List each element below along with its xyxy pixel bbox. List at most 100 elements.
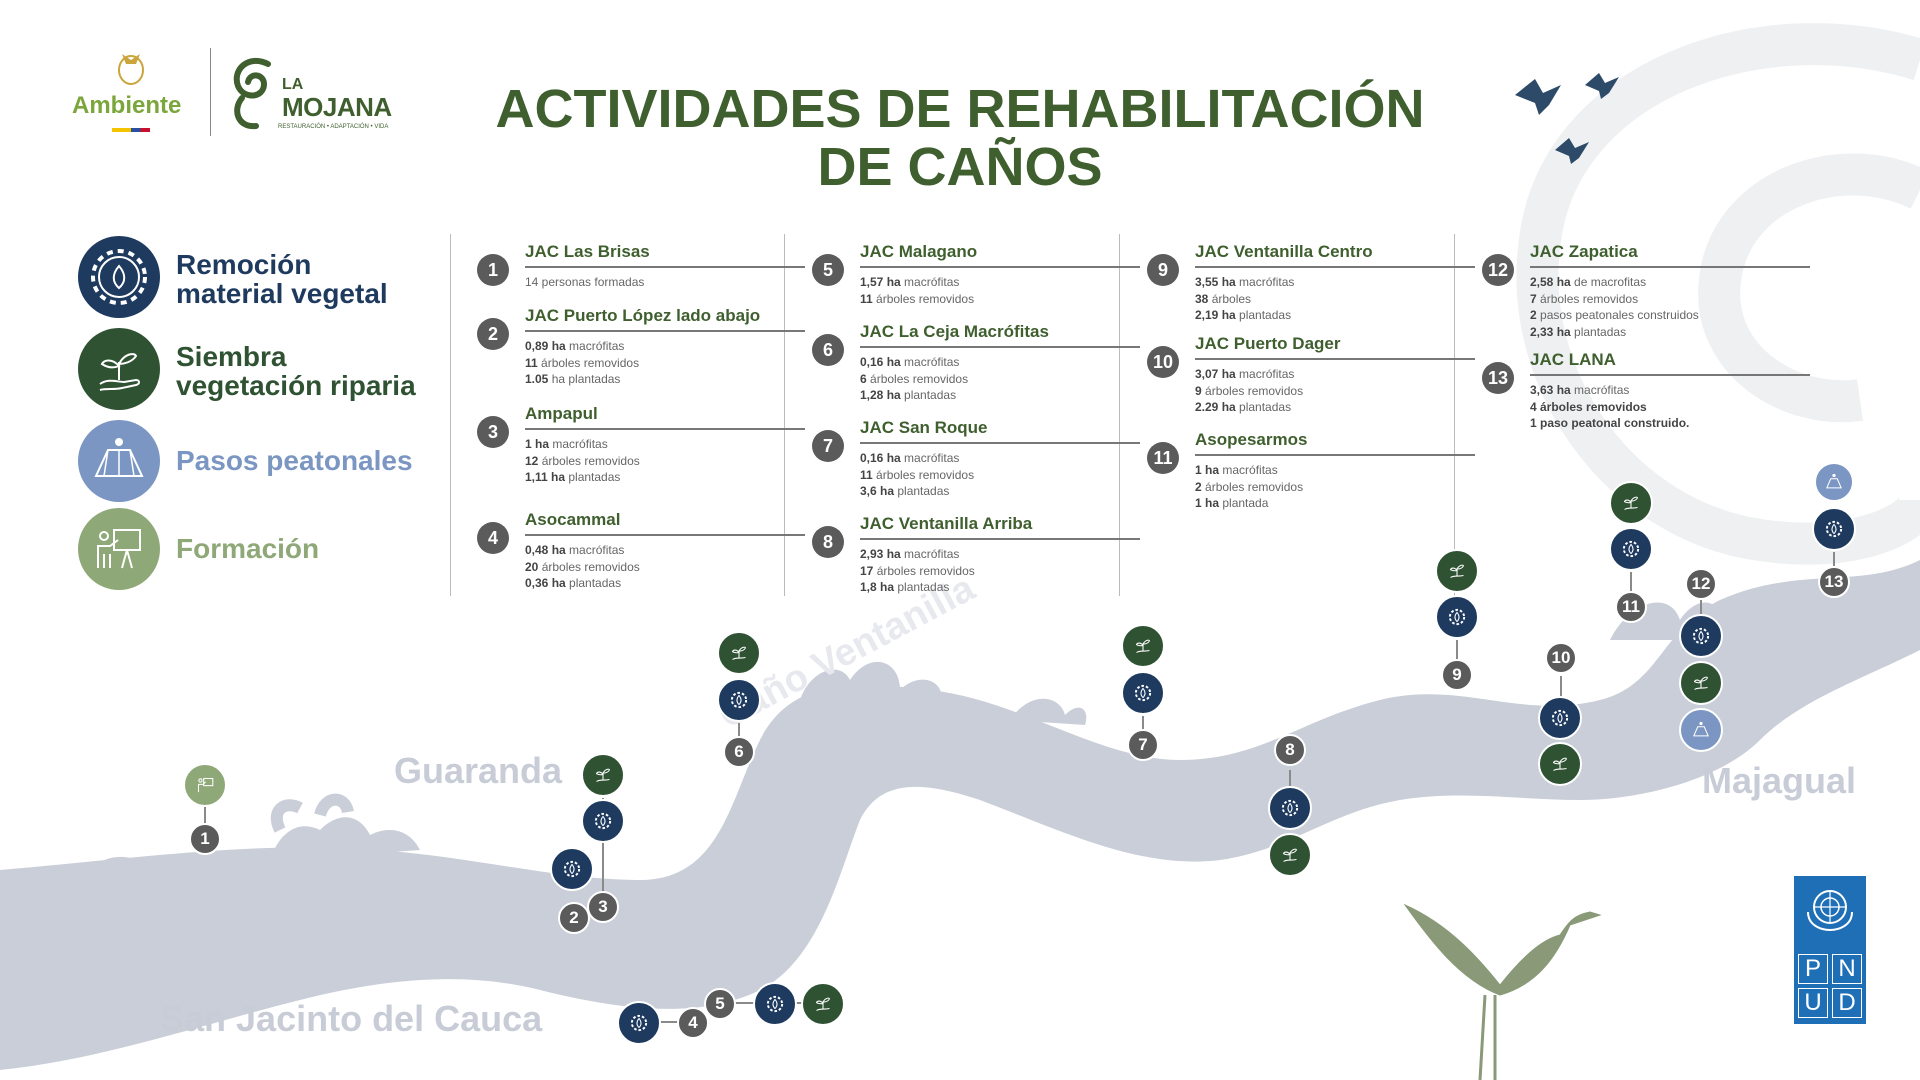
entry-detail-line: 0,16 ha macrófitas [860,354,1140,371]
entry-detail-line: 1 ha plantada [1195,495,1475,512]
gear-leaf-icon [559,856,585,882]
pnud-letter-n: N [1832,954,1862,984]
marker-remocion [1609,527,1653,571]
entry-detail-line: 1,57 ha macrófitas [860,274,1140,291]
entry-detail-value: 2.29 ha [1195,400,1236,414]
map-number-badge: 4 [677,1007,709,1039]
marker-connector [657,1021,679,1023]
entry-detail-text: árboles removidos [866,371,969,386]
entry-detail-line: 11 árboles removidos [525,355,805,372]
entry-detail-text: árboles [1208,291,1252,306]
heron-illustration [1403,903,1602,1080]
logos: Ambiente LA MOJANA RESTAURACIÓN • ADAPTA… [70,48,392,138]
entry-detail-value: 0,36 ha [525,576,566,590]
entry-detail-text: macrófitas [900,275,960,289]
entry-detail-value: 38 [1195,291,1209,306]
entry-detail-text: macrófitas [1235,367,1295,381]
entry-detail-value: 1,57 ha [860,275,901,289]
entry-title: JAC Las Brisas [525,242,805,268]
entry-number-badge: 9 [1147,254,1179,286]
teacher-board-icon [78,508,160,590]
entry-title: Asocammal [525,510,805,536]
entry-title: JAC Puerto López lado abajo [525,306,805,332]
entry-detail-line: 2 árboles removidos [1195,479,1475,496]
map-number-badge: 3 [587,891,619,923]
entry-detail-text: plantadas [1570,324,1627,339]
map-number-badge: 2 [558,902,590,934]
entry-detail-value: 0,89 ha [525,339,566,353]
legend-label-siembra-2: vegetación riparia [176,370,416,401]
mojana-spiral-icon [233,57,271,130]
pedestrian-bridge-icon [78,420,160,502]
entry-title: JAC Zapatica [1530,242,1810,268]
mojana-logo-tagline: RESTAURACIÓN • ADAPTACIÓN • VIDA [278,124,389,130]
entry-title: JAC Malagano [860,242,1140,268]
page-title-line2: DE CAÑOS [817,137,1103,197]
entry-number-badge: 7 [812,430,844,462]
gear-leaf-icon [1277,795,1303,821]
marker-connector [1630,572,1632,592]
legend-label-formacion: Formación [176,533,320,564]
entry-detail-text: 14 personas formadas [525,275,645,289]
gear-leaf-icon [590,808,616,834]
entry-detail-line: 14 personas formadas [525,274,805,291]
seedling-hand-icon [590,762,616,788]
entry-detail-text: plantadas [1235,400,1292,414]
entry-detail-value: 20 [525,559,539,574]
marker-siembra [1121,624,1165,668]
marker-siembra [1679,661,1723,705]
gear-leaf-icon [1821,516,1847,542]
marker-connector [1456,640,1458,660]
marker-connector [738,723,740,741]
entry-detail-value: 12 [525,453,539,468]
logo-divider [210,48,211,136]
entry-detail-value: 0,16 ha [860,451,901,465]
pedestrian-bridge-icon [1688,717,1714,743]
gear-leaf-icon [726,687,752,713]
marker-remocion [617,1001,661,1045]
entry-detail-value: 1 ha [1195,496,1220,510]
entry-detail-text: árboles removidos [1536,291,1639,306]
entry-detail-line: 11 árboles removidos [860,467,1140,484]
map-number-badge: 12 [1685,568,1717,600]
map-number-badge: 1 [189,823,221,855]
marker-siembra [801,982,845,1026]
gear-leaf-icon [762,991,788,1017]
marker-connector [602,798,604,898]
entry-title: JAC Ventanilla Centro [1195,242,1475,268]
entry-number-badge: 12 [1482,254,1514,286]
entry-detail-value: 2,19 ha [1195,308,1236,322]
entry-detail-line: 1.05 ha plantadas [525,371,805,388]
entry-detail-text: macrófitas [900,547,960,561]
entry-detail-text: plantadas [565,576,622,590]
entry-detail-text: árboles removidos [872,467,975,482]
entry-number-badge: 10 [1147,346,1179,378]
birds-illustration [1515,73,1619,164]
gear-leaf-icon [1130,680,1156,706]
marker-siembra [1435,549,1479,593]
marker-connector [204,807,206,825]
map-number-badge: 5 [704,988,736,1020]
map-number-badge: 8 [1274,734,1306,766]
page-title: ACTIVIDADES DE REHABILITACIÓN DE CAÑOS [0,80,1920,196]
entry-detail-text: árboles removidos [873,563,975,578]
entry-detail-line: 0,16 ha macrófitas [860,450,1140,467]
entry-title: Ampapul [525,404,805,430]
entry-detail-value: 2 [1195,479,1202,494]
place-label-guaranda: Guaranda [394,750,563,791]
colombia-flag-stripe [112,128,150,132]
pnud-logo: P N U D [1794,876,1866,1024]
map-number-badge: 10 [1545,642,1577,674]
entry-detail-text: árboles removidos [537,355,640,370]
